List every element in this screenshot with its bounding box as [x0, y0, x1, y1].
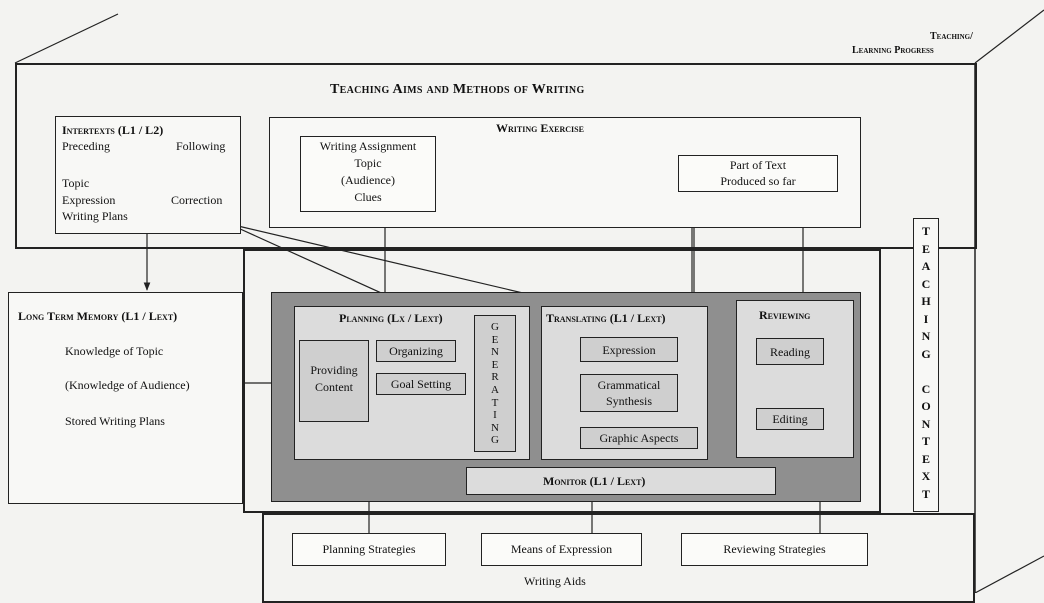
goal-setting-box: Goal Setting: [376, 373, 466, 395]
ltm-item-3: Stored Writing Plans: [65, 414, 165, 428]
grammatical-line1: Grammatical: [597, 378, 661, 392]
tc-letters-letter: T: [921, 486, 930, 501]
ltm-title: Long Term Memory (L1 / Lext): [18, 309, 178, 323]
writing-exercise-title: Writing Exercise: [496, 121, 584, 135]
process-frame: [243, 249, 881, 513]
monitor-title: Monitor (L1 / Lext): [543, 474, 646, 488]
tc-letters-letter: N: [921, 329, 931, 343]
assignment-line4: Clues: [354, 190, 382, 204]
part-of-text-line2: Produced so far: [720, 174, 796, 188]
reading-label: Reading: [770, 345, 810, 359]
providing-content-box: Providing Content: [299, 340, 369, 422]
gen-letters-letter: A: [491, 384, 499, 396]
reading-box: Reading: [756, 338, 824, 365]
intertexts-correction: Correction: [171, 193, 223, 207]
part-of-text-line1: Part of Text: [729, 158, 787, 172]
expression-box: Expression: [580, 337, 678, 362]
gen-letters-letter: I: [493, 409, 497, 422]
reviewing-title: Reviewing: [759, 308, 811, 322]
grammatical-synthesis-box: Grammatical Synthesis: [580, 374, 678, 412]
tc-letters-letter: E: [921, 241, 930, 256]
means-of-expression-box: Means of Expression: [481, 533, 642, 566]
assignment-line3: (Audience): [341, 173, 395, 187]
intertexts-title: Intertexts (L1 / L2): [62, 123, 164, 137]
corner-label-line1: Teaching/: [930, 31, 973, 42]
tc-letters-letter: C: [921, 381, 931, 396]
tc-letters-letter: O: [921, 399, 931, 413]
corner-label-line2: Learning Progress: [852, 45, 934, 56]
reviewing-strategies-label: Reviewing Strategies: [723, 542, 826, 556]
planning-title: Planning (Lx / Lext): [339, 311, 443, 325]
tc-letters-letter: A: [921, 259, 931, 273]
grammatical-line2: Synthesis: [605, 394, 652, 408]
intertexts-box: Intertexts (L1 / L2) Preceding Following…: [55, 116, 241, 234]
monitor-box: Monitor (L1 / Lext): [466, 467, 776, 495]
tc-letters-letter: N: [921, 416, 931, 431]
gen-letters-letter: G: [491, 434, 499, 447]
tc-letters-letter: E: [921, 451, 930, 466]
gen-letters-letter: E: [491, 358, 499, 371]
gen-letters-letter: T: [491, 396, 499, 409]
translating-title: Translating (L1 / Lext): [546, 311, 666, 325]
writing-aids-label: Writing Aids: [524, 574, 586, 588]
gen-letters-letter: G: [491, 321, 499, 333]
planning-strategies-label: Planning Strategies: [322, 542, 416, 556]
teaching-aims-box: [15, 63, 977, 249]
gen-letters-letter: N: [491, 346, 499, 359]
editing-box: Editing: [756, 408, 824, 430]
providing-line2: Content: [315, 380, 353, 394]
means-of-expression-label: Means of Expression: [510, 542, 613, 556]
tc-letters-letter: T: [921, 434, 930, 448]
intertexts-following: Following: [176, 139, 226, 153]
intertexts-expression: Expression: [62, 193, 116, 207]
tc-letters-letter: T: [921, 224, 930, 238]
reviewing-box: Reviewing: [736, 300, 854, 458]
part-of-text-box: Part of Text Produced so far: [678, 155, 838, 192]
perspective-line-top-right: [974, 9, 1044, 64]
editing-label: Editing: [772, 412, 808, 426]
ltm-item-2: (Knowledge of Audience): [65, 378, 190, 392]
writing-assignment-box: Writing Assignment Topic (Audience) Clue…: [300, 136, 436, 212]
tc-letters-letter: X: [921, 469, 931, 483]
gen-letters-letter: N: [491, 421, 499, 434]
organizing-label: Organizing: [389, 344, 443, 358]
ltm-item-1: Knowledge of Topic: [65, 344, 164, 358]
main-title: Teaching Aims and Methods of Writing: [330, 82, 585, 97]
assignment-line2: Topic: [354, 156, 382, 170]
long-term-memory-box: Long Term Memory (L1 / Lext) Knowledge o…: [8, 292, 243, 504]
graphic-aspects-box: Graphic Aspects: [580, 427, 698, 449]
tc-letters-letter: G: [921, 346, 931, 361]
reviewing-strategies-box: Reviewing Strategies: [681, 533, 868, 566]
tc-letters-letter: H: [921, 294, 931, 308]
tc-letters-letter: C: [921, 276, 931, 291]
goal-setting-label: Goal Setting: [390, 377, 452, 391]
perspective-line-bottom-right: [974, 555, 1044, 593]
graphic-aspects-label: Graphic Aspects: [599, 431, 679, 445]
intertexts-plans: Writing Plans: [62, 209, 128, 223]
gen-letters-letter: R: [491, 371, 499, 384]
organizing-box: Organizing: [376, 340, 456, 362]
tc-letters-letter: I: [923, 311, 929, 326]
intertexts-preceding: Preceding: [62, 139, 110, 153]
gen-letters-letter: E: [491, 333, 499, 346]
expression-label: Expression: [602, 343, 656, 357]
providing-line1: Providing: [310, 363, 358, 377]
planning-strategies-box: Planning Strategies: [292, 533, 446, 566]
perspective-line-top-left: [14, 13, 119, 64]
assignment-line1: Writing Assignment: [319, 139, 417, 153]
intertexts-topic: Topic: [62, 176, 90, 190]
